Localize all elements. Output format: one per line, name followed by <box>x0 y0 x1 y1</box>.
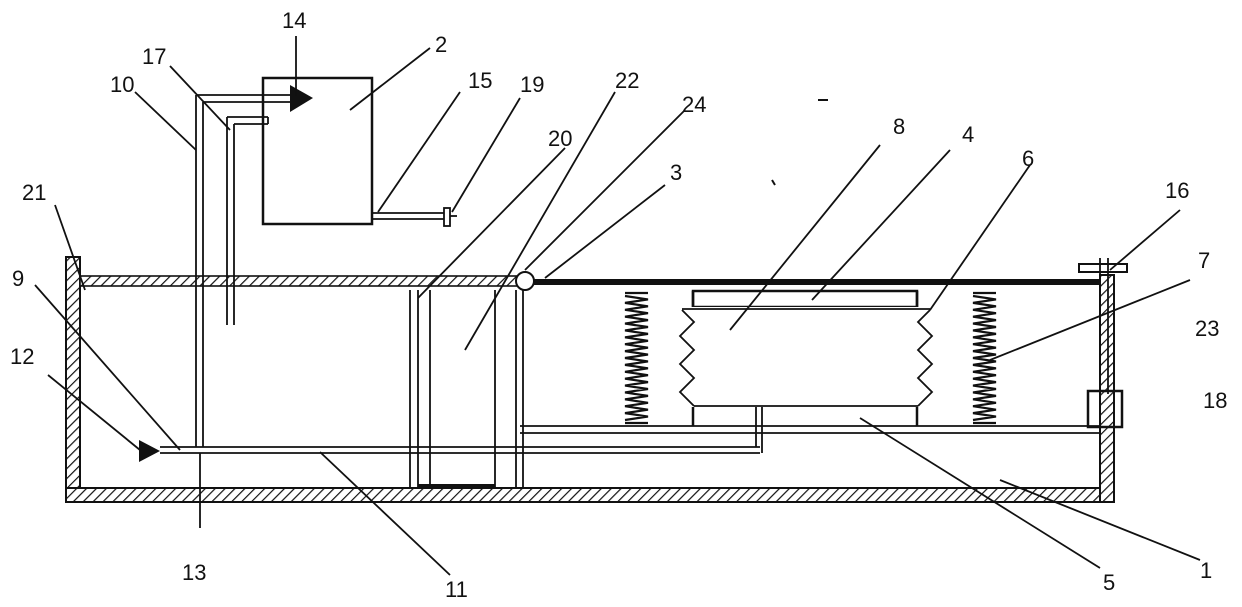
leader-22-lid <box>520 92 620 282</box>
label-13: 13 <box>182 560 206 585</box>
bellows-frame <box>691 289 919 309</box>
label-5: 5 <box>1103 570 1115 595</box>
label-11: 11 <box>445 577 468 602</box>
label-24: 24 <box>682 92 706 117</box>
label-23: 23 <box>1195 316 1219 341</box>
label-9: 9 <box>12 266 24 291</box>
arrow-14 <box>290 85 313 112</box>
stray-mark-2 <box>771 179 776 186</box>
tank-right-wall <box>1099 274 1115 503</box>
label-22: 22 <box>615 68 639 93</box>
label-14: 14 <box>282 8 306 33</box>
label-10: 10 <box>110 72 134 97</box>
handle-16 <box>1078 263 1128 273</box>
lid-hatched-section <box>79 275 521 287</box>
bellows-left-zigzag <box>678 309 696 407</box>
leader-lines <box>34 36 1201 576</box>
tank-left-wall <box>65 256 81 503</box>
label-20: 20 <box>548 126 572 151</box>
bellows-8 <box>680 307 930 407</box>
hinge-24 <box>515 271 535 291</box>
label-8: 8 <box>893 114 905 139</box>
label-6: 6 <box>1022 146 1034 171</box>
label-21: 21 <box>22 180 46 205</box>
tank-bottom-wall <box>65 487 1115 503</box>
bellows-right-zigzag <box>916 309 934 407</box>
label-4: 4 <box>962 122 974 147</box>
lid-solid-section <box>530 279 1100 285</box>
label-17: 17 <box>142 44 166 69</box>
inlet-arrow-12 <box>139 440 160 462</box>
label-15: 15 <box>468 68 492 93</box>
label-16: 16 <box>1165 178 1189 203</box>
label-1: 1 <box>1200 558 1212 583</box>
spring-6 <box>624 291 649 425</box>
label-18: 18 <box>1203 388 1227 413</box>
label-2: 2 <box>435 32 447 57</box>
label-12: 12 <box>10 344 34 369</box>
label-7: 7 <box>1198 248 1210 273</box>
box-18 <box>1086 389 1124 429</box>
tank-2 <box>261 76 374 226</box>
label-3: 3 <box>670 160 682 185</box>
label-19: 19 <box>520 72 544 97</box>
spring-7 <box>972 291 997 425</box>
chamber-base <box>418 484 495 489</box>
valve-19 <box>443 207 451 227</box>
